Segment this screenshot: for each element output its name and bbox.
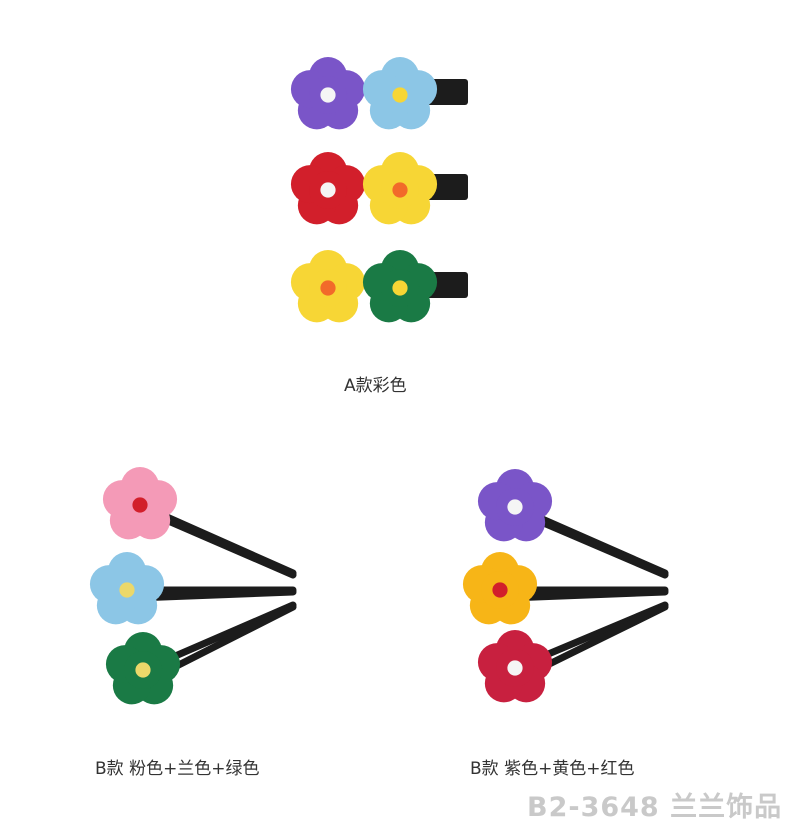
flower: [362, 57, 438, 130]
flower-center: [392, 280, 408, 296]
flower: [290, 57, 366, 130]
flower: [462, 552, 538, 625]
flower: [477, 469, 553, 542]
flower: [105, 632, 181, 705]
flower: [362, 250, 438, 323]
flower-center: [320, 280, 336, 296]
caption-b-style-left: B款 粉色+兰色+绿色: [95, 759, 260, 779]
flower: [290, 152, 366, 225]
bobby-pin-arm: [506, 588, 669, 602]
bobby-pin-arm: [146, 509, 297, 579]
bobby-pin-arm: [133, 588, 297, 602]
flower: [477, 630, 553, 703]
flower: [290, 250, 366, 323]
caption-b-style-right: B款 紫色+黄色+红色: [470, 759, 635, 779]
flower-center: [392, 182, 408, 198]
flower: [362, 152, 438, 225]
bobby-pin-arm: [521, 511, 669, 579]
flower-center: [132, 497, 148, 513]
flower-center: [492, 582, 508, 598]
flower-center: [507, 660, 523, 676]
flower-center: [320, 182, 336, 198]
flower: [102, 467, 178, 540]
flower-center: [135, 662, 151, 678]
flower-center: [119, 582, 135, 598]
caption-a-style: A款彩色: [344, 376, 407, 396]
flower-center: [320, 87, 336, 103]
watermark: B2-3648 兰兰饰品: [527, 792, 783, 823]
flower-center: [507, 499, 523, 515]
flower-center: [392, 87, 408, 103]
flower: [89, 552, 165, 625]
